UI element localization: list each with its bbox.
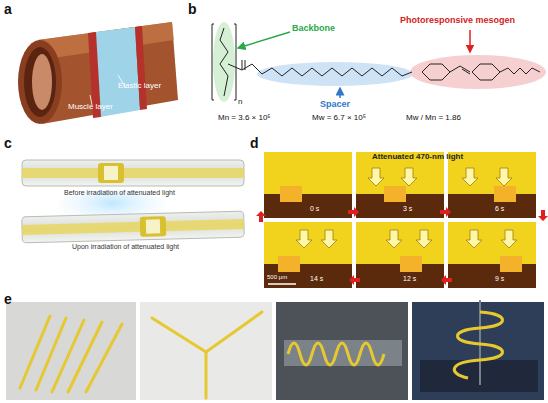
part-label: Backbone: [292, 24, 335, 34]
time-stamp: 9 s: [495, 275, 504, 283]
fiber-photos: [6, 300, 544, 400]
time-stamp: 6 s: [495, 205, 504, 213]
panel-letter: d: [250, 136, 259, 151]
repeat-index: n: [238, 98, 242, 107]
time-stamp: 3 s: [403, 205, 412, 213]
time-stamp: 0 s: [310, 205, 319, 213]
panel-letter: a: [4, 2, 12, 17]
light-label: Attenuated 470-nm light: [372, 153, 463, 162]
chemical-structure: [212, 22, 546, 102]
panel-letter: c: [4, 136, 12, 151]
photo-caption: Upon irradiation of attenuated light: [72, 243, 179, 251]
scale-bar-label: 500 μm: [267, 274, 287, 281]
panel-letter: e: [4, 292, 12, 307]
molecular-weight: Mw / Mn = 1.86: [406, 114, 461, 123]
part-label: Spacer: [320, 100, 350, 110]
time-stamp: 14 s: [310, 275, 323, 283]
part-label: Muscle layer: [68, 103, 113, 112]
molecular-weight: Mn = 3.6 × 10⁵: [218, 114, 271, 123]
vessel-illustration: [18, 22, 178, 124]
tube-photos: [22, 160, 245, 243]
time-stamp: 12 s: [403, 275, 416, 283]
molecular-weight: Mw = 6.7 × 10⁵: [312, 114, 366, 123]
video-frames: [256, 152, 548, 288]
panel-letter: b: [188, 2, 197, 17]
part-label: Photoresponsive mesogen: [400, 16, 515, 26]
part-label: Elastic layer: [118, 82, 161, 91]
photo-caption: Before irradiation of attenuated light: [64, 189, 175, 197]
